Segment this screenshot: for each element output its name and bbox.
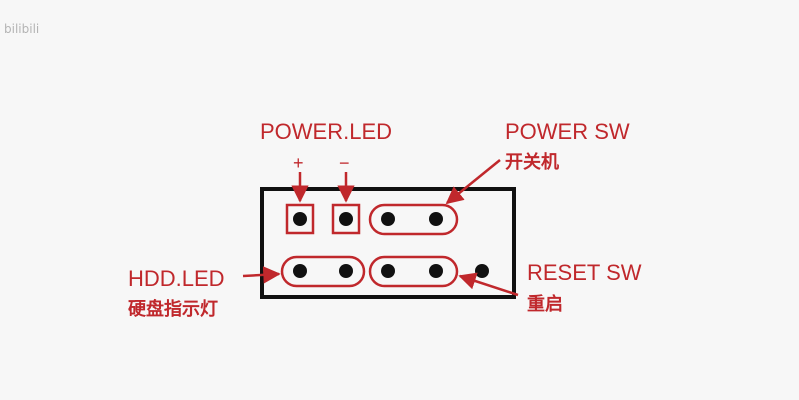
power-sw-label: POWER SW (505, 119, 630, 144)
header-pin (381, 212, 395, 226)
header-pin (339, 264, 353, 278)
power-sw-arrow (445, 159, 501, 205)
power-led-plus-label: + (293, 153, 304, 173)
header-pin (475, 264, 489, 278)
hdd-led-label: HDD.LED (128, 266, 225, 291)
header-outline (260, 187, 516, 299)
header-pin (429, 264, 443, 278)
reset-sw-marker (368, 255, 459, 288)
hdd-led-marker (280, 255, 366, 288)
header-pin (381, 264, 395, 278)
power-led-label: POWER.LED (260, 119, 392, 144)
hdd-led-arrow (242, 266, 281, 284)
hdd-led-cn-label: 硬盘指示灯 (128, 298, 218, 320)
reset-sw-label: RESET SW (527, 260, 642, 285)
header-pin (339, 212, 353, 226)
reset-sw-arrow (458, 272, 519, 297)
header-pin (293, 212, 307, 226)
power-sw-marker (368, 203, 459, 236)
power-led-minus-label: − (339, 153, 350, 173)
header-pin (429, 212, 443, 226)
header-pin (293, 264, 307, 278)
power-sw-cn-label: 开关机 (505, 151, 559, 173)
watermark-text: bilibili (4, 22, 39, 36)
power-led-minus-marker (331, 203, 361, 235)
reset-sw-cn-label: 重启 (527, 293, 563, 315)
power-led-plus-marker (285, 203, 315, 235)
